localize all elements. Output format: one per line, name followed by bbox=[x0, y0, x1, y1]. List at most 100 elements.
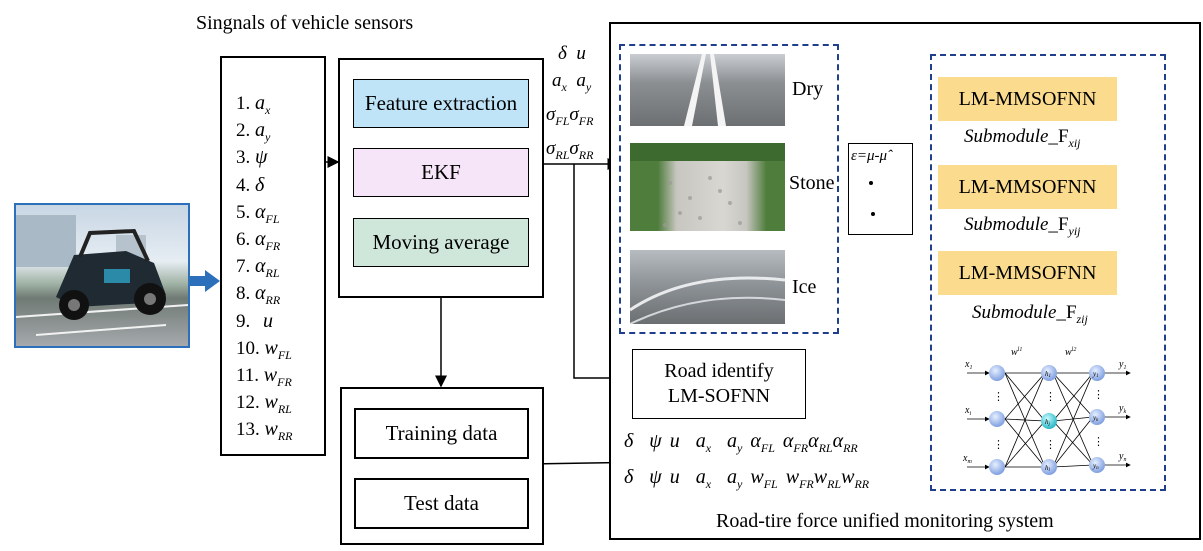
signal-subscript: x bbox=[265, 102, 271, 117]
signal-item: 3. ψ bbox=[236, 146, 267, 172]
signal-number: 4. bbox=[236, 174, 251, 196]
signal-item: 12. wRL bbox=[236, 391, 292, 417]
sensor-signals-title: Singnals of vehicle sensors bbox=[196, 12, 414, 34]
svg-text:y1: y1 bbox=[1092, 370, 1099, 379]
signal-item: 6. αFR bbox=[236, 228, 280, 254]
dry-road-lines bbox=[684, 54, 726, 126]
input-set-alpha: δ ψ u ax ay αFL αFRαRLαRR bbox=[624, 430, 858, 455]
module-x: LM-MMSOFNN bbox=[938, 77, 1117, 121]
error-formula: ε=μ-μ̂ bbox=[851, 148, 888, 164]
signal-number: 7. bbox=[236, 256, 251, 278]
signal-item: 1. ax bbox=[236, 92, 270, 118]
svg-text:hj: hj bbox=[1045, 418, 1051, 427]
signal-symbol: w bbox=[264, 418, 278, 441]
signal-number: 12. bbox=[236, 392, 260, 414]
processed-signals-label: δ u ax ay σFLσFR σRLσRR bbox=[546, 43, 594, 162]
nn-output-node bbox=[1089, 457, 1105, 473]
svg-text:⋮: ⋮ bbox=[1045, 390, 1056, 403]
signal-subscript: FL bbox=[265, 211, 280, 226]
signal-symbol: α bbox=[255, 228, 266, 250]
stone-texture bbox=[630, 143, 785, 227]
svg-text:⋮: ⋮ bbox=[1093, 435, 1104, 448]
ice-texture bbox=[630, 276, 785, 324]
test-data-block: Test data bbox=[354, 478, 529, 529]
svg-text:xi: xi bbox=[964, 405, 971, 417]
svg-text:x1: x1 bbox=[964, 359, 972, 371]
svg-text:yn: yn bbox=[1118, 451, 1126, 463]
signal-number: 13. bbox=[236, 419, 260, 441]
svg-text:⋮: ⋮ bbox=[993, 438, 1004, 451]
signal-number: 3. bbox=[236, 147, 251, 169]
signal-symbol: α bbox=[255, 282, 266, 305]
road-images-group bbox=[619, 44, 839, 334]
nn-hidden-node bbox=[1041, 413, 1057, 429]
svg-text:y1: y1 bbox=[1118, 359, 1126, 371]
svg-text:wl2: wl2 bbox=[1065, 347, 1076, 358]
signal-number: 8. bbox=[236, 283, 251, 305]
signal-number: 9. bbox=[236, 310, 251, 332]
signal-number: 11. bbox=[236, 365, 260, 386]
system-title: Road-tire force unified monitoring syste… bbox=[716, 510, 1054, 532]
switch-contact-top bbox=[869, 181, 873, 185]
road-identify-box: Road identify LM-SOFNN bbox=[632, 349, 806, 419]
signal-item: 9. u bbox=[236, 310, 273, 336]
error-switch-box bbox=[848, 143, 913, 235]
nn-connections bbox=[967, 370, 1131, 470]
signal-number: 10. bbox=[236, 337, 260, 359]
road-label-dry: Dry bbox=[792, 78, 824, 100]
signal-number: 2. bbox=[236, 120, 251, 142]
nn-ellipsis: ⋮ ⋮ ⋮ ⋮ ⋮ ⋮ bbox=[993, 388, 1104, 451]
signal-item: 13. wRR bbox=[236, 418, 293, 444]
nn-hidden-node bbox=[1041, 459, 1057, 475]
utv-illustration bbox=[16, 215, 188, 336]
signal-item: 5. αFL bbox=[236, 201, 280, 227]
nn-input-node bbox=[989, 411, 1005, 427]
stone-road-image bbox=[630, 143, 785, 231]
nn-output-node bbox=[1089, 365, 1105, 381]
signal-symbol: a bbox=[255, 119, 265, 142]
signal-item: 2. ay bbox=[236, 119, 270, 145]
submodule-z-label: Submodule_Fzij bbox=[972, 302, 1088, 326]
signal-item: 10. wFL bbox=[236, 337, 292, 363]
signal-subscript: RR bbox=[277, 429, 293, 444]
svg-text:hl: hl bbox=[1045, 464, 1051, 473]
svg-text:wl1: wl1 bbox=[1011, 347, 1022, 358]
submodules-group bbox=[930, 54, 1166, 491]
svg-text:yk: yk bbox=[1092, 414, 1099, 423]
signal-number: 6. bbox=[236, 229, 251, 250]
submodule-x-label: Submodule_Fxij bbox=[964, 126, 1081, 150]
module-z: LM-MMSOFNN bbox=[938, 251, 1117, 295]
nn-labels: x1 xi xm wl1 wl2 h1 hj hl y1 yk yn y1 yk… bbox=[962, 347, 1126, 473]
road-identify-model: LM-SOFNN bbox=[667, 385, 771, 407]
signal-symbol: w bbox=[264, 336, 278, 359]
switch-contact-bottom bbox=[871, 212, 875, 216]
submodule-y-label: Submodule_Fyij bbox=[964, 214, 1081, 238]
nn-input-node bbox=[989, 365, 1005, 381]
signal-symbol: w bbox=[264, 391, 278, 414]
signal-symbol: α bbox=[255, 200, 266, 223]
signal-subscript: RL bbox=[277, 401, 292, 416]
signal-subscript: y bbox=[265, 129, 271, 144]
input-set-w: δ ψ u ax ay wFL wFRwRLwRR bbox=[624, 466, 870, 491]
dry-road-image bbox=[630, 54, 785, 126]
sensor-signal-list bbox=[220, 56, 326, 456]
signal-item: 7. αRL bbox=[236, 255, 280, 281]
nn-nodes bbox=[989, 365, 1105, 475]
signal-symbol: α bbox=[255, 255, 266, 278]
signal-item: 8. αRR bbox=[236, 282, 280, 308]
road-identify-label: Road identify bbox=[664, 360, 774, 382]
svg-text:yk: yk bbox=[1118, 403, 1126, 415]
road-label-stone: Stone bbox=[789, 172, 835, 194]
signal-symbol: a bbox=[255, 92, 265, 114]
nn-hidden-node bbox=[1041, 365, 1057, 381]
svg-text:⋮: ⋮ bbox=[993, 390, 1004, 403]
svg-text:yn: yn bbox=[1092, 462, 1099, 471]
signal-subscript: RR bbox=[265, 293, 281, 308]
svg-text:⋮: ⋮ bbox=[1045, 438, 1056, 451]
signal-number: 1. bbox=[236, 93, 251, 114]
moving-average-block: Moving average bbox=[353, 218, 529, 267]
svg-text:h1: h1 bbox=[1045, 370, 1051, 379]
svg-text:⋮: ⋮ bbox=[1093, 388, 1104, 401]
neural-network-diagram: x1 xi xm wl1 wl2 h1 hj hl y1 yk yn y1 yk… bbox=[962, 347, 1131, 475]
signal-symbol: u bbox=[263, 309, 273, 332]
